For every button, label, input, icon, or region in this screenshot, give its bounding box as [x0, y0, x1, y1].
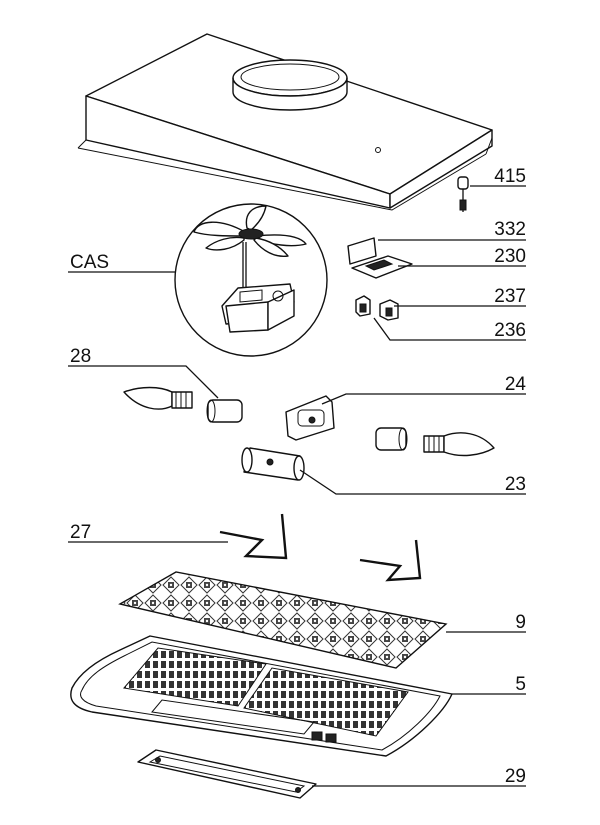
- label-230: 230: [494, 246, 526, 267]
- label-332: 332: [494, 219, 526, 240]
- label-237: 237: [494, 286, 526, 307]
- grease-filter: [118, 571, 448, 669]
- label-5: 5: [515, 674, 526, 695]
- label-28: 28: [70, 346, 91, 367]
- hood-body: [77, 33, 493, 211]
- motor-fan-assembly: [174, 203, 328, 357]
- filter-springs: [219, 513, 422, 582]
- switch-parts: [347, 176, 469, 321]
- trim-strip: [137, 749, 317, 799]
- label-415: 415: [494, 166, 526, 187]
- part-labels: 415 332 230 237 236 CAS 28 24 23 27 9 5 …: [70, 166, 526, 787]
- label-cas: CAS: [70, 252, 109, 273]
- label-9: 9: [515, 612, 526, 633]
- label-27: 27: [70, 522, 91, 543]
- label-29: 29: [505, 766, 526, 787]
- label-23: 23: [505, 474, 526, 495]
- label-236: 236: [494, 320, 526, 341]
- leader-lines: [68, 185, 526, 787]
- label-24: 24: [505, 374, 527, 395]
- bottom-panel: [70, 635, 453, 757]
- lamp-assembly: [123, 386, 495, 481]
